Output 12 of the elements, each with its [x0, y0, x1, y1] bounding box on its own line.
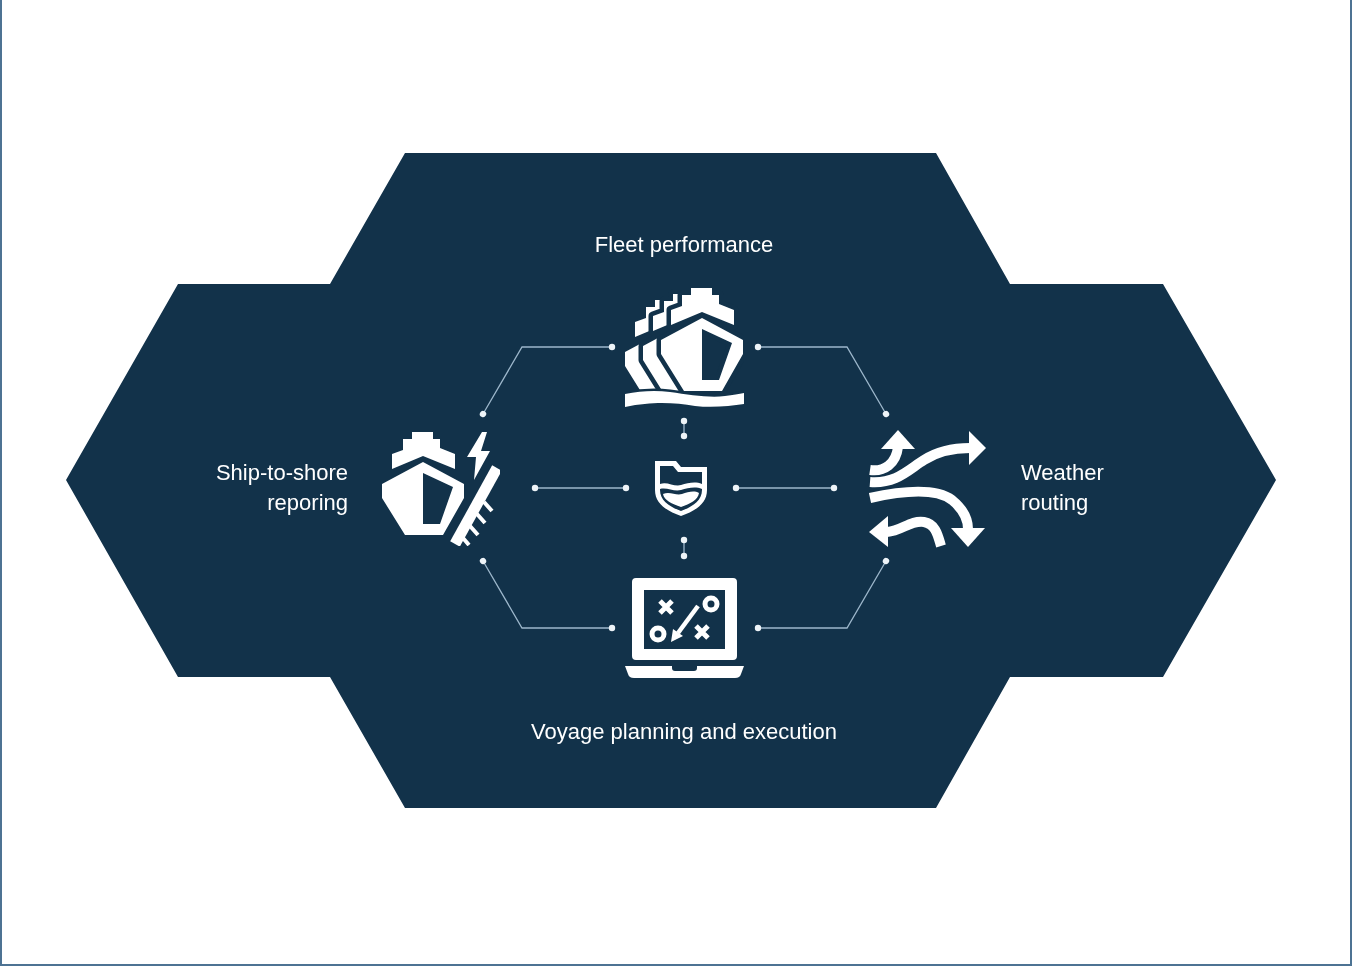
connector-line — [680, 417, 688, 440]
node-caption: Weather routing — [1021, 459, 1105, 517]
node-caption: Fleet performance — [593, 231, 775, 259]
connector-line — [479, 557, 616, 632]
connector-line — [479, 343, 616, 418]
node-caption: Ship-to-shore reporing — [214, 459, 348, 517]
connector-line — [732, 484, 838, 492]
connector-line — [680, 536, 688, 560]
node-caption: Voyage planning and execution — [530, 718, 838, 746]
connector-line — [754, 343, 890, 418]
connector-line — [531, 484, 630, 492]
connector-line — [754, 557, 890, 632]
